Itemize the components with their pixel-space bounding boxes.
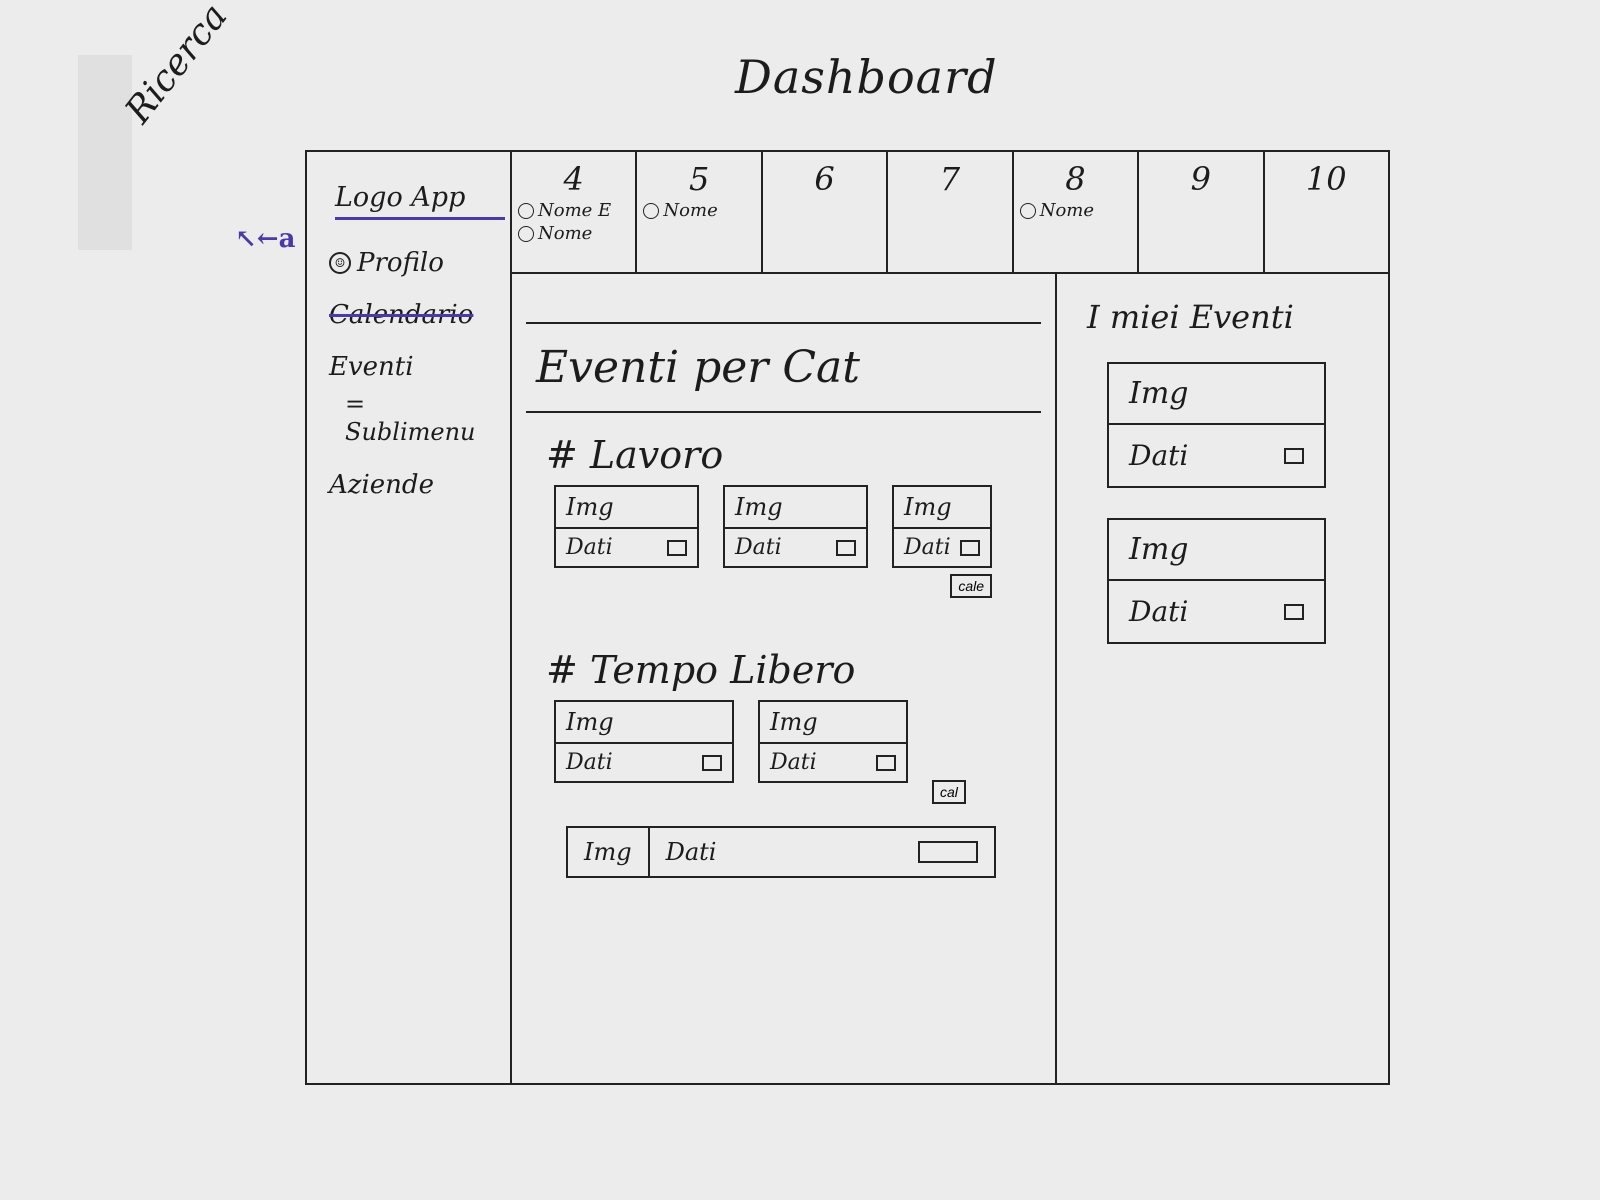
timeline-day-5[interactable]: 5 Nome bbox=[637, 152, 763, 272]
timeline-day-7[interactable]: 7 bbox=[888, 152, 1014, 272]
event-card[interactable]: Img Dati bbox=[758, 700, 908, 783]
timeline-event[interactable]: Nome bbox=[643, 200, 754, 221]
card-info-label: Dati bbox=[1129, 595, 1189, 628]
event-card[interactable]: Img Dati bbox=[892, 485, 992, 568]
timeline-day-6[interactable]: 6 bbox=[763, 152, 889, 272]
sidebar-item-aziende[interactable]: Aziende bbox=[329, 470, 500, 500]
events-by-category: Eventi per Cat # Lavoro Img Dati Img Dat… bbox=[512, 272, 1057, 1083]
sidebar-item-label: Calendario bbox=[329, 300, 474, 330]
select-checkbox[interactable] bbox=[918, 841, 978, 863]
dashboard-frame: ↖←a Logo App ☺ Profilo Calendario Eventi… bbox=[235, 150, 1390, 1085]
event-card[interactable]: Img Dati bbox=[554, 485, 699, 568]
page-title: Dashboard bbox=[735, 50, 998, 104]
sidebar-nav: ☺ Profilo Calendario Eventi = Sublimenu … bbox=[325, 248, 500, 500]
search-label[interactable]: Ricerca bbox=[117, 0, 236, 131]
card-image: Img bbox=[568, 828, 650, 876]
timeline-event[interactable]: Nome bbox=[1019, 200, 1131, 221]
profile-circle-icon: ☺ bbox=[329, 252, 351, 274]
card-info: Dati bbox=[556, 744, 732, 781]
day-number: 4 bbox=[563, 160, 584, 198]
sidebar-item-eventi[interactable]: Eventi bbox=[329, 352, 500, 382]
day-number: 5 bbox=[688, 160, 710, 198]
card-info: Dati bbox=[1109, 581, 1324, 642]
card-row-lavoro: Img Dati Img Dati Img Dati cale bbox=[554, 485, 1041, 598]
card-info: Dati bbox=[556, 529, 697, 566]
calendar-button[interactable]: cale bbox=[950, 574, 992, 598]
card-info-label: Dati bbox=[735, 535, 782, 560]
select-checkbox[interactable] bbox=[1284, 447, 1304, 464]
event-card[interactable]: Img Dati bbox=[554, 700, 734, 783]
timeline-event-name: Nome bbox=[1039, 200, 1094, 221]
card-info-label: Dati bbox=[904, 535, 951, 560]
sidebar-item-profilo[interactable]: ☺ Profilo bbox=[329, 248, 500, 278]
sidebar-item-label: Profilo bbox=[357, 248, 444, 278]
timeline-event[interactable]: Nome E bbox=[518, 200, 629, 221]
clock-icon bbox=[1019, 202, 1036, 219]
sidebar-subitem-sublimenu[interactable]: = Sublimenu bbox=[345, 390, 476, 446]
back-arrow-icon[interactable]: ↖←a bbox=[235, 224, 296, 254]
category-header: Eventi per Cat bbox=[526, 322, 1041, 413]
select-checkbox[interactable] bbox=[876, 754, 896, 771]
day-number: 8 bbox=[1065, 160, 1086, 198]
timeline-event-name: Nome E bbox=[538, 200, 612, 221]
clock-icon bbox=[518, 225, 534, 242]
timeline-day-9[interactable]: 9 bbox=[1139, 152, 1265, 272]
select-checkbox[interactable] bbox=[960, 539, 980, 556]
day-number: 6 bbox=[814, 160, 835, 198]
timeline-event[interactable]: Nome bbox=[518, 223, 629, 244]
day-number: 7 bbox=[939, 160, 961, 198]
my-event-card[interactable]: Img Dati bbox=[1107, 518, 1326, 644]
card-image: Img bbox=[894, 487, 990, 529]
select-checkbox[interactable] bbox=[667, 539, 687, 556]
card-info: Dati bbox=[760, 744, 906, 781]
event-card[interactable]: Img Dati bbox=[723, 485, 868, 568]
select-checkbox[interactable] bbox=[836, 539, 856, 556]
card-image: Img bbox=[760, 702, 906, 744]
card-image: Img bbox=[1109, 364, 1324, 425]
card-info-label: Dati bbox=[1129, 439, 1189, 472]
sidebar: ↖←a Logo App ☺ Profilo Calendario Eventi… bbox=[235, 152, 512, 1083]
card-info-label: Dati bbox=[665, 838, 717, 866]
timeline-event-name: Nome bbox=[663, 200, 718, 221]
app-logo[interactable]: Logo App bbox=[335, 182, 505, 220]
card-info: Dati bbox=[1109, 425, 1324, 486]
calendar-button[interactable]: cal bbox=[932, 780, 966, 804]
timeline-day-10[interactable]: 10 bbox=[1265, 152, 1388, 272]
select-checkbox[interactable] bbox=[702, 754, 722, 771]
card-row-tempo-libero: Img Dati Img Dati cal bbox=[554, 700, 1041, 804]
day-number: 10 bbox=[1305, 160, 1347, 198]
my-event-card[interactable]: Img Dati bbox=[1107, 362, 1326, 488]
card-image: Img bbox=[556, 702, 732, 744]
card-info: Dati bbox=[725, 529, 866, 566]
section-title-tempo-libero[interactable]: # Tempo Libero bbox=[546, 648, 856, 692]
card-stack: Img Dati cale bbox=[892, 485, 992, 598]
my-events-panel: I miei Eventi Img Dati Img Dati bbox=[1057, 272, 1388, 1083]
my-events-title: I miei Eventi bbox=[1087, 298, 1294, 336]
section-title-lavoro[interactable]: # Lavoro bbox=[546, 433, 724, 477]
calendar-timeline: 4 Nome E Nome 5 Nome 6 7 8 Nome 9 10 bbox=[512, 152, 1388, 274]
day-number: 9 bbox=[1190, 160, 1211, 198]
card-image: Img bbox=[1109, 520, 1324, 581]
circle-icon bbox=[643, 202, 660, 219]
event-card-wide[interactable]: Img Dati bbox=[566, 826, 996, 878]
paper-shadow bbox=[78, 55, 132, 250]
card-info-label: Dati bbox=[566, 750, 613, 775]
sidebar-item-label: Eventi bbox=[329, 352, 414, 382]
timeline-day-4[interactable]: 4 Nome E Nome bbox=[512, 152, 638, 272]
select-checkbox[interactable] bbox=[1284, 603, 1304, 620]
card-image: Img bbox=[556, 487, 697, 529]
card-info-label: Dati bbox=[566, 535, 613, 560]
card-image: Img bbox=[725, 487, 866, 529]
card-info-label: Dati bbox=[770, 750, 817, 775]
sidebar-item-calendario[interactable]: Calendario bbox=[329, 300, 500, 330]
card-info: Dati bbox=[894, 529, 990, 566]
timeline-day-8[interactable]: 8 Nome bbox=[1014, 152, 1140, 272]
sidebar-item-label: Aziende bbox=[329, 470, 434, 500]
clock-icon bbox=[518, 202, 534, 219]
timeline-event-name: Nome bbox=[538, 223, 593, 244]
